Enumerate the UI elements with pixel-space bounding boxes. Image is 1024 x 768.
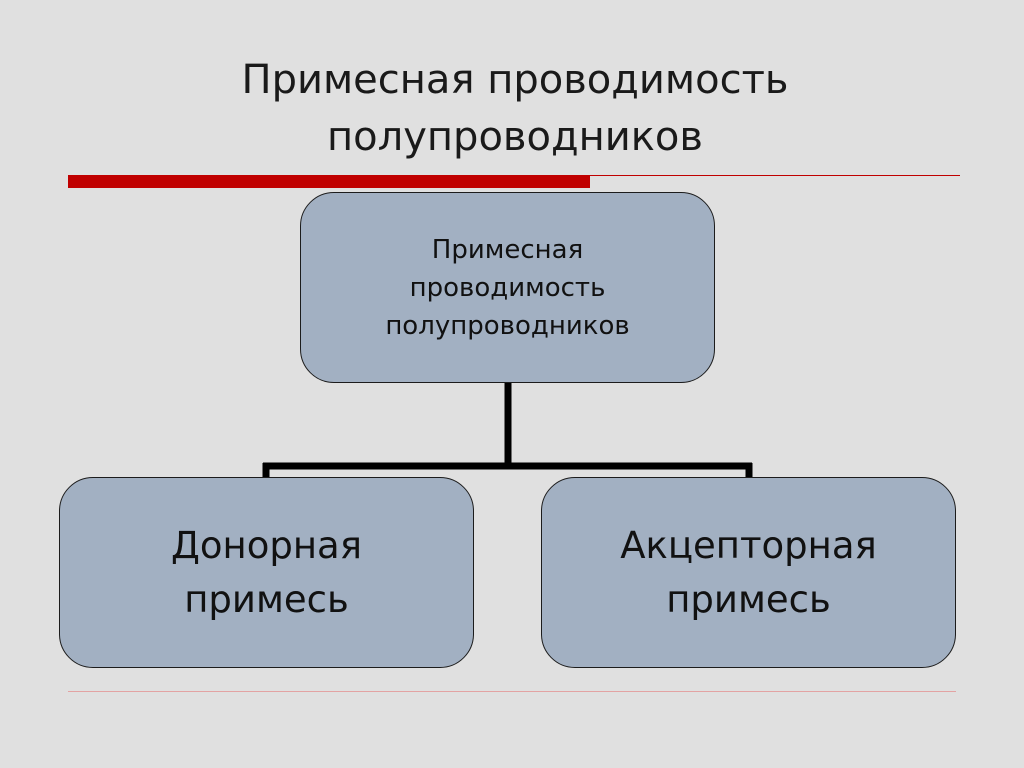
slide-title-line-1: Примесная проводимость — [241, 57, 789, 103]
donor-node-line-2: примесь — [184, 577, 349, 621]
donor-impurity-node: Донорная примесь — [59, 477, 474, 668]
root-node-line-2: проводимость — [409, 272, 606, 303]
title-divider-thick — [68, 175, 590, 188]
root-node-line-3: полупроводников — [385, 310, 630, 341]
title-divider-thin — [590, 175, 960, 176]
acceptor-node-line-1: Акцепторная — [620, 523, 877, 567]
root-node-line-1: Примесная — [431, 234, 584, 265]
donor-node-line-1: Донорная — [171, 523, 362, 567]
footer-divider — [68, 691, 956, 692]
acceptor-impurity-node: Акцепторная примесь — [541, 477, 956, 668]
acceptor-node-line-2: примесь — [666, 577, 831, 621]
root-node: Примесная проводимость полупроводников — [300, 192, 715, 383]
slide-title-line-2: полупроводников — [327, 114, 703, 160]
slide-title: Примесная проводимость полупроводников — [110, 52, 920, 166]
